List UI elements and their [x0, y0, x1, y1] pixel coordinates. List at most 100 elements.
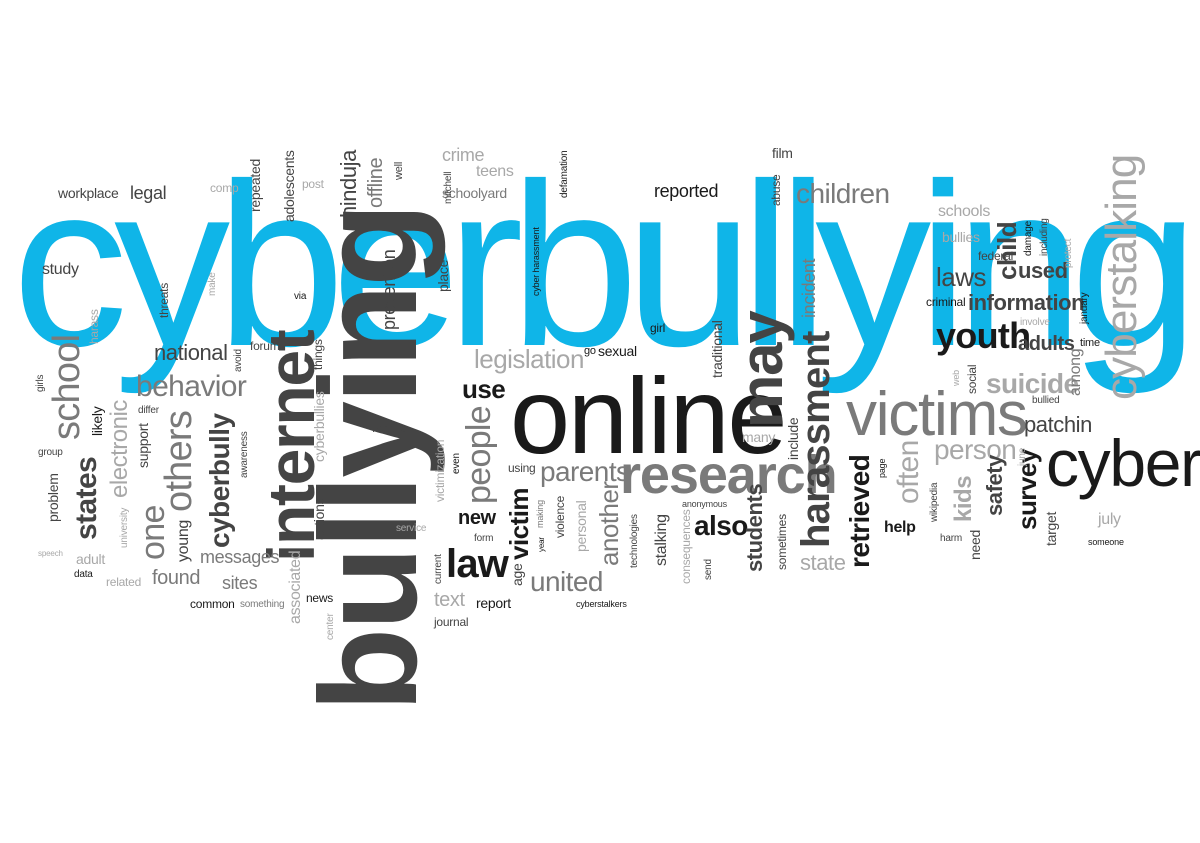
word-speech: speech — [38, 549, 63, 558]
word-students: students — [742, 483, 767, 572]
word-states: states — [70, 456, 103, 540]
word-july: july — [1098, 511, 1121, 528]
word-via: via — [294, 291, 307, 302]
word-data: data — [74, 569, 93, 580]
word-may: may — [728, 311, 795, 429]
word-group: group — [38, 447, 63, 458]
word-age: age — [509, 563, 525, 586]
word-cyber: cyber — [1046, 426, 1200, 500]
word-center: center — [325, 613, 336, 640]
word-legal: legal — [130, 183, 167, 203]
word-factors: factors — [372, 421, 407, 435]
word-schools: schools — [938, 203, 991, 220]
word-report: report — [476, 595, 511, 611]
word-technologies: technologies — [629, 514, 640, 568]
word-including: including — [1039, 218, 1050, 256]
word-problem: problem — [45, 473, 61, 522]
word-things: things — [311, 339, 325, 370]
word-someone: someone — [1088, 537, 1124, 547]
word-mitchell: mitchell — [443, 171, 454, 204]
word-harm: harm — [940, 533, 962, 544]
word-well: well — [393, 161, 405, 180]
word-service: service — [396, 523, 427, 534]
word-film: film — [772, 145, 793, 161]
word-school: school — [46, 334, 88, 440]
word-children: children — [796, 178, 890, 209]
word-target: target — [1043, 511, 1059, 546]
word-go: go — [584, 345, 596, 357]
word-place: place — [435, 259, 451, 292]
word-hinduja: hinduja — [336, 150, 361, 218]
word-research: research — [620, 445, 838, 505]
word-actions: actions — [311, 497, 327, 540]
word-using: using — [508, 461, 536, 475]
word-parents: parents — [540, 456, 630, 487]
word-harass: harass — [87, 309, 101, 344]
word-likely: likely — [89, 406, 105, 436]
word-also: also — [694, 510, 748, 541]
word-united: united — [530, 566, 603, 597]
word-cyberstalking: cyberstalking — [1097, 154, 1146, 400]
word-web: web — [951, 370, 961, 386]
word-kids: kids — [950, 475, 977, 522]
word-one: one — [134, 505, 172, 560]
word-form: form — [474, 533, 494, 544]
word-victim: victim — [504, 487, 534, 560]
word-behavior: behavior — [136, 370, 247, 403]
word-post: post — [302, 177, 324, 191]
word-adults: adults — [1018, 333, 1075, 355]
word-girls: girls — [35, 374, 46, 392]
word-bullied: bullied — [1032, 395, 1060, 406]
word-associated: associated — [287, 550, 304, 624]
word-another: another — [594, 481, 624, 566]
word-anonymous: anonymous — [682, 499, 727, 509]
word-sexual: sexual — [598, 343, 637, 359]
word-found: found — [152, 567, 201, 589]
word-sites: sites — [222, 573, 258, 593]
word-personal: personal — [573, 500, 589, 552]
word-federal: federal — [978, 249, 1014, 263]
word-stalking: stalking — [653, 514, 670, 566]
word-june: june — [1017, 447, 1028, 466]
word-bullies: bullies — [942, 229, 980, 245]
word-new: new — [458, 507, 496, 529]
word-wikipedia: wikipedia — [929, 482, 940, 522]
word-include: include — [785, 417, 801, 460]
word-repeated: repeated — [247, 158, 263, 212]
word-make: make — [207, 272, 218, 296]
word-cyberbully: cyberbully — [204, 413, 235, 548]
word-criminal: criminal — [926, 295, 966, 309]
word-teens: teens — [476, 163, 514, 180]
word-use: use — [462, 374, 506, 404]
word-messages: messages — [200, 547, 280, 567]
word-youth: youth — [936, 315, 1031, 356]
word-reported: reported — [654, 181, 719, 201]
word-related: related — [106, 575, 142, 589]
word-defamation: defamation — [559, 150, 570, 198]
word-many: many — [742, 429, 776, 445]
word-violence: violence — [553, 495, 567, 538]
word-online: online — [510, 355, 787, 476]
word-university: university — [119, 507, 130, 548]
word-often: often — [892, 440, 925, 504]
word-victimization: victimization — [433, 439, 447, 502]
word-schoolyard: schoolyard — [442, 185, 507, 201]
word-send: send — [703, 559, 714, 580]
word-need: need — [967, 529, 983, 560]
word-offline: offline — [365, 157, 387, 208]
word-text: text — [434, 589, 465, 611]
word-people: people — [460, 405, 498, 504]
word-adult: adult — [76, 551, 105, 567]
word-used: used — [1018, 258, 1068, 283]
word-among: among — [1067, 348, 1084, 396]
word-girl: girl — [650, 321, 666, 335]
word-traditional: traditional — [709, 320, 725, 378]
word-time: time — [1080, 337, 1100, 349]
word-crime: crime — [442, 145, 485, 165]
word-involve: involve — [1020, 317, 1050, 328]
word-awareness: awareness — [239, 431, 250, 478]
word-workplace: workplace — [58, 185, 119, 201]
word-help: help — [884, 519, 916, 536]
word-sometimes: sometimes — [775, 514, 789, 570]
word-prevention: prevention — [379, 249, 399, 330]
